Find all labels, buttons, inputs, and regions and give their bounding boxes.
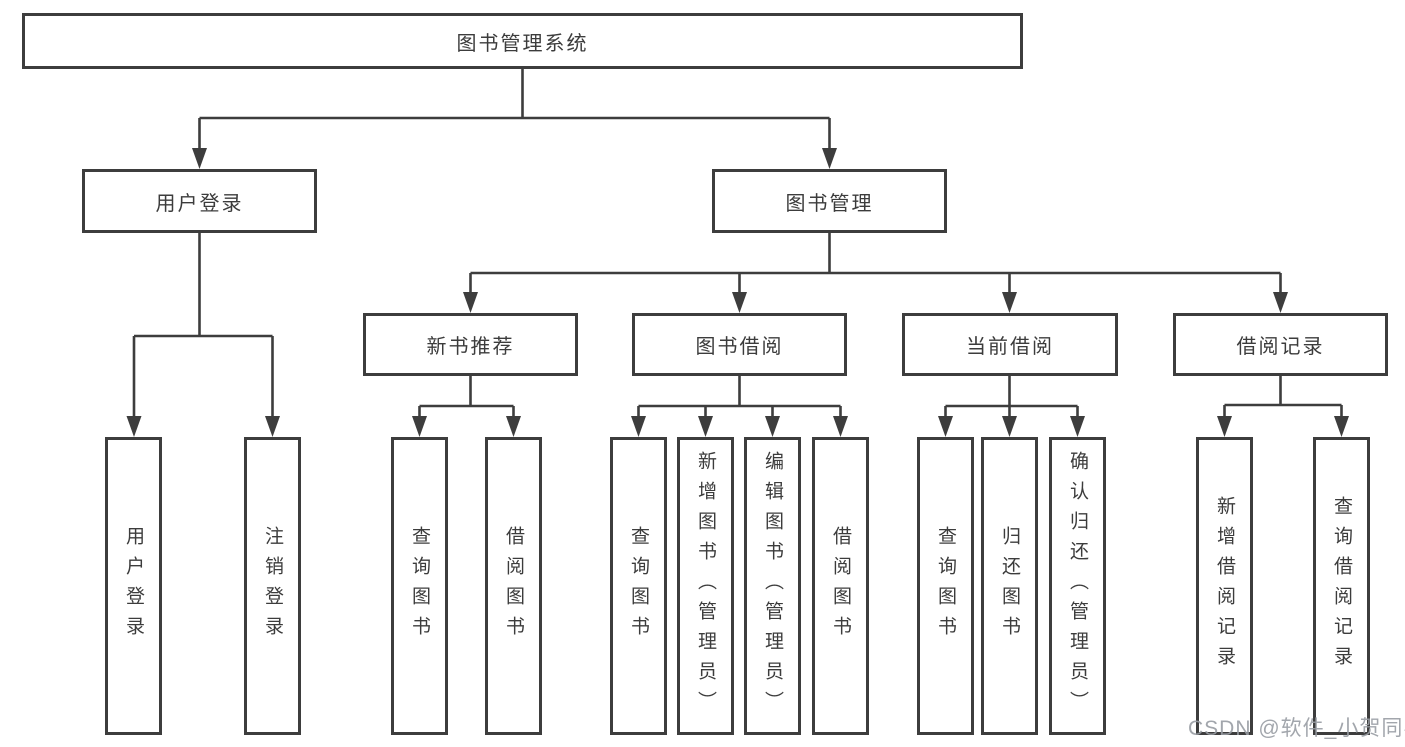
leaf-confirm-return-admin-label: 确认归还（管理员） [1067,451,1088,721]
csdn-watermark: CSDN @软件_小贺同学 [1188,717,1405,740]
node-current-borrowing: 当前借阅 [902,313,1118,376]
leaf-borrow-books-1: 借阅图书 [485,437,542,735]
leaf-query-books-2: 查询图书 [610,437,667,735]
leaf-edit-book-admin: 编辑图书（管理员） [744,437,801,735]
leaf-borrow-books-2-label: 借阅图书 [830,526,851,646]
leaf-add-book-admin: 新增图书（管理员） [677,437,734,735]
leaf-query-borrow-record: 查询借阅记录 [1313,437,1370,735]
node-book-borrowing-label: 图书借阅 [695,336,784,358]
node-borrowing-records: 借阅记录 [1173,313,1388,376]
node-book-management: 图书管理 [712,169,947,233]
leaf-query-books-1: 查询图书 [391,437,448,735]
leaf-add-book-admin-label: 新增图书（管理员） [695,451,716,721]
node-book-management-label: 图书管理 [785,192,874,215]
leaf-return-book-label: 归还图书 [999,526,1020,646]
leaf-add-borrow-record-label: 新增借阅记录 [1214,496,1235,676]
node-new-book-recommend: 新书推荐 [363,313,578,376]
leaf-query-books-2-label: 查询图书 [628,526,649,646]
leaf-confirm-return-admin: 确认归还（管理员） [1049,437,1106,735]
node-book-borrowing: 图书借阅 [632,313,847,376]
node-user-login-label: 用户登录 [155,192,244,215]
node-borrowing-records-label: 借阅记录 [1236,336,1325,358]
leaf-edit-book-admin-label: 编辑图书（管理员） [762,451,783,721]
leaf-query-books-3: 查询图书 [917,437,974,735]
leaf-borrow-books-2: 借阅图书 [812,437,869,735]
leaf-query-borrow-record-label: 查询借阅记录 [1331,496,1352,676]
leaf-query-books-1-label: 查询图书 [409,526,430,646]
node-user-login: 用户登录 [82,169,317,233]
leaf-borrow-books-1-label: 借阅图书 [503,526,524,646]
node-root: 图书管理系统 [22,13,1023,69]
node-new-book-recommend-label: 新书推荐 [426,336,515,358]
node-current-borrowing-label: 当前借阅 [966,336,1054,358]
node-root-label: 图书管理系统 [456,32,589,55]
leaf-query-books-3-label: 查询图书 [935,526,956,646]
leaf-user-login: 用户登录 [105,437,162,735]
leaf-user-login-label: 用户登录 [123,526,144,646]
leaf-add-borrow-record: 新增借阅记录 [1196,437,1253,735]
leaf-logout: 注销登录 [244,437,301,735]
leaf-logout-label: 注销登录 [262,526,283,646]
leaf-return-book: 归还图书 [981,437,1038,735]
